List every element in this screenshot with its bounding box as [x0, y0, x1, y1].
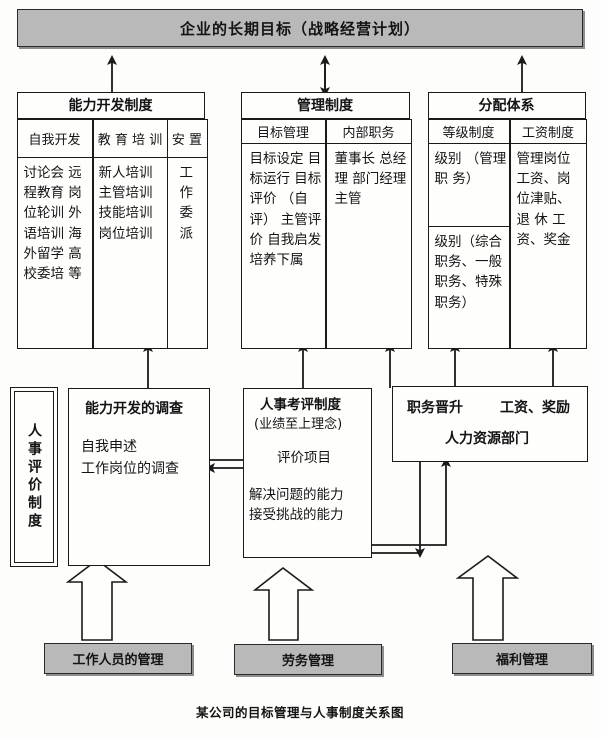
ability-survey-title: 能力开发的调查 [85, 401, 183, 417]
subhead-grade-system: 等级制度 [427, 118, 510, 144]
cell-grade-managerial: 级别 （管理职 务） [427, 142, 510, 228]
box-hr-promotion-reward: 职务晋升 工资、奖励 人力资源部门 [392, 386, 588, 462]
appraisal-items: 解决问题的能力 接受挑战的能力 [249, 487, 344, 524]
hr-reward-label: 工资、奖励 [500, 400, 570, 416]
column-management-system: 管理制度 目标管理 内部职务 目标设定 目标运行 目标评价 （自评） 主管评价 … [240, 91, 412, 349]
block-arrow-staff [65, 558, 129, 641]
subhead-placement: 安 置 [166, 118, 208, 158]
appraisal-subtitle: (业绩至上理念) [254, 417, 343, 432]
subhead-self-development: 自我开发 [16, 118, 93, 158]
cell-grade-general: 级别（综合 职务、一般 职务、特殊 职务） [427, 225, 510, 349]
cell-education-training-items: 新人培训 主管培训 技能培训 岗位培训 [92, 156, 168, 349]
personnel-evaluation-label: 人事评价制度 [26, 423, 42, 531]
column-distribution-system: 分配体系 等级制度 工资制度 级别 （管理职 务） 级别（综合 职务、一般 职务… [427, 91, 587, 349]
box-labor-management: 劳务管理 [234, 644, 382, 675]
subhead-salary-system: 工资制度 [509, 118, 587, 144]
column-distribution-title: 分配体系 [427, 91, 586, 119]
subhead-goal-management: 目标管理 [240, 118, 326, 144]
cell-salary-items: 管理岗位 工资、岗 位津贴、 退 休 工 资、奖金 [509, 142, 587, 349]
appraisal-section: 评价项目 [277, 450, 331, 466]
subhead-education-training: 教 育 培 训 [92, 118, 168, 158]
box-staff-management: 工作人员的管理 [44, 643, 192, 674]
hr-promotion-label: 职务晋升 [407, 400, 463, 416]
column-management-title: 管理制度 [240, 91, 410, 119]
subhead-internal-posts: 内部职务 [325, 118, 412, 144]
block-arrow-welfare [455, 555, 520, 641]
box-personnel-evaluation-system: 人事评价制度 [10, 387, 58, 567]
cell-goal-management-items: 目标设定 目标运行 目标评价 （自评） 主管评价 自我启发 培养下属 [240, 142, 326, 349]
cell-self-development-items: 讨论会 远程教育 岗位轮训 外语培训 海外留学 高校委培 等 [16, 156, 93, 349]
box-ability-development-survey: 能力开发的调查 自我申述 工作岗位的调查 [68, 388, 210, 566]
box-welfare-management: 福利管理 [452, 643, 592, 674]
block-arrow-labor [252, 566, 315, 641]
hr-department-label: 人力资源部门 [445, 431, 529, 447]
figure-caption: 某公司的目标管理与人事制度关系图 [196, 705, 405, 720]
ability-survey-lines: 自我申述 工作岗位的调查 [81, 439, 179, 477]
appraisal-title: 人事考评制度 [260, 397, 341, 413]
column-ability-development: 能力开发制度 自我开发 教 育 培 训 安 置 讨论会 远程教育 岗位轮训 外语… [16, 91, 208, 349]
box-personnel-appraisal-system: 人事考评制度 (业绩至上理念) 评价项目 解决问题的能力 接受挑战的能力 [243, 388, 372, 558]
banner-long-term-goal: 企业的长期目标（战略经营计划） [17, 9, 583, 47]
column-ability-title: 能力开发制度 [16, 91, 205, 119]
banner-label: 企业的长期目标（战略经营计划） [179, 19, 420, 38]
cell-internal-posts-items: 董事长 总经理 部门经理 主管 [325, 142, 412, 349]
cell-placement-items: 工 作 委 派 [166, 156, 208, 349]
